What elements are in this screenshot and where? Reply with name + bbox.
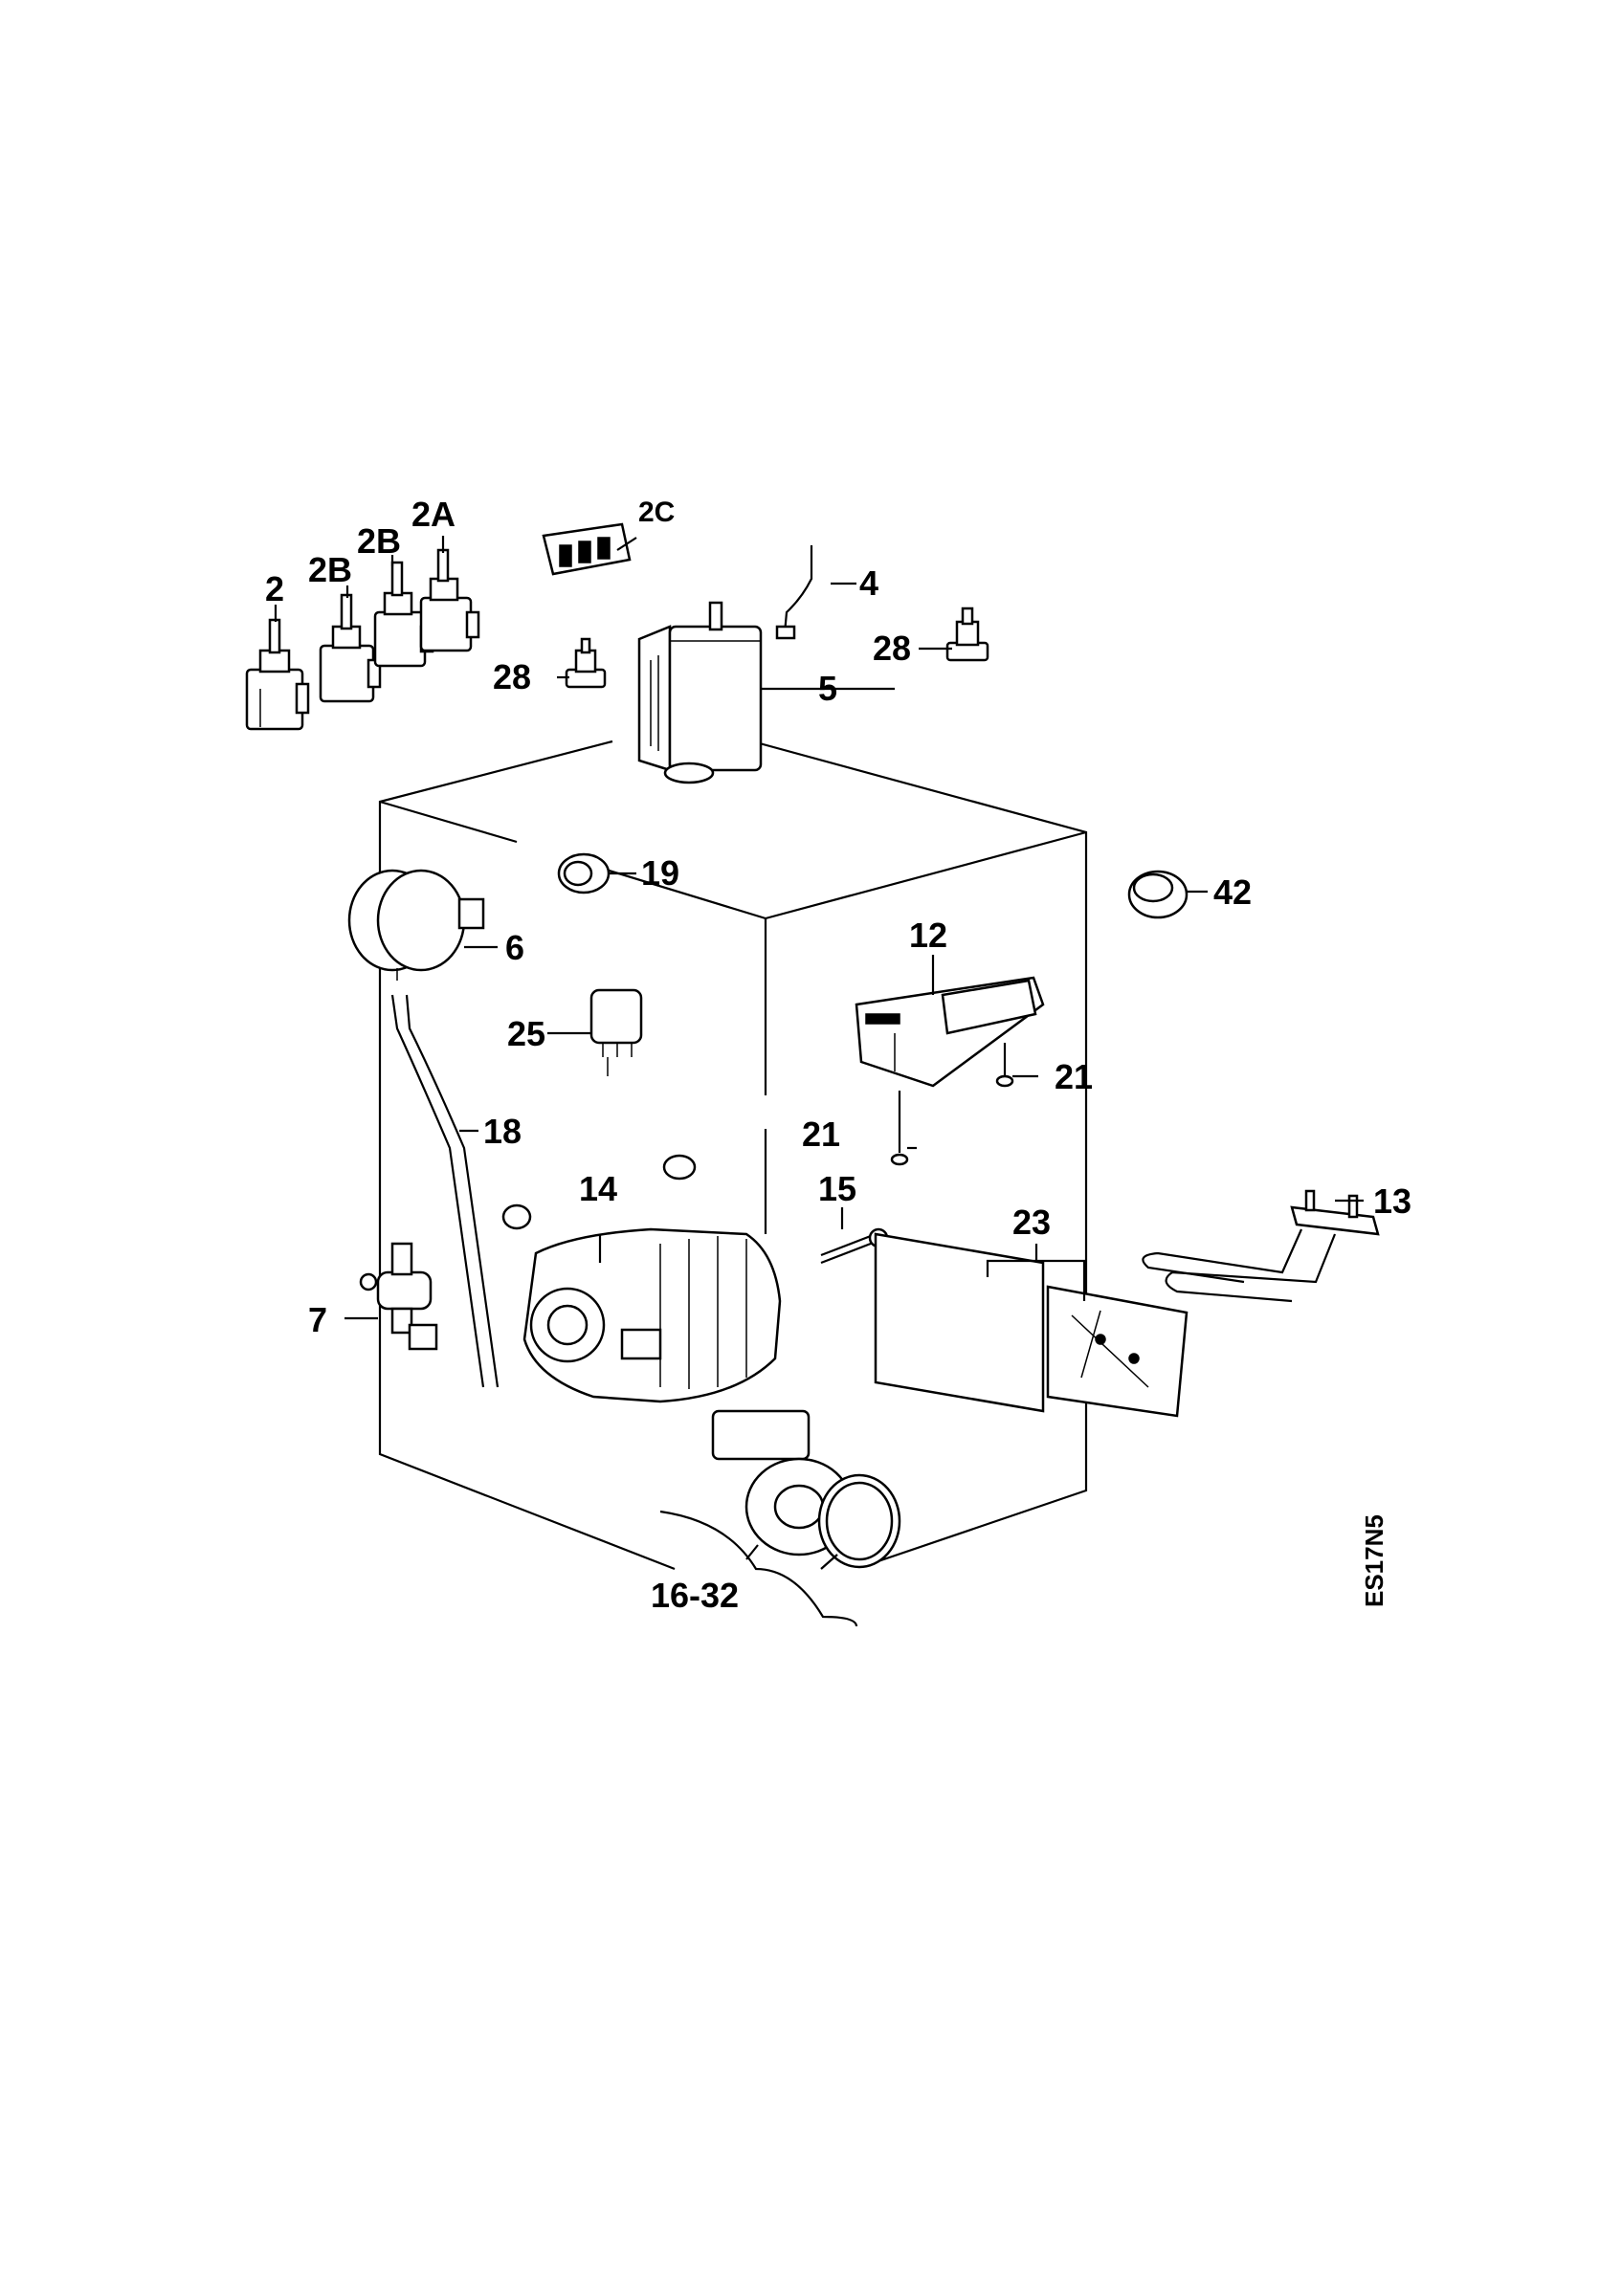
label-15: 15 xyxy=(818,1169,856,1208)
label-42: 42 xyxy=(1213,872,1252,912)
label-14: 14 xyxy=(579,1169,617,1208)
switch-2b-left xyxy=(319,593,382,703)
plug-19 xyxy=(557,852,611,894)
label-21-lower: 21 xyxy=(802,1115,840,1154)
heating-element-13 xyxy=(1142,1189,1380,1303)
label-21-upper: 21 xyxy=(1055,1057,1093,1096)
thermostat-28-left xyxy=(565,637,607,689)
screw-21-upper xyxy=(995,1043,1014,1088)
label-13: 13 xyxy=(1373,1181,1411,1221)
label-2b-right: 2B xyxy=(357,521,401,561)
label-7: 7 xyxy=(308,1300,327,1339)
pump-16-32 xyxy=(659,1409,901,1627)
switch-2 xyxy=(245,618,310,731)
motor-14 xyxy=(501,1154,782,1403)
hose-18 xyxy=(390,994,500,1388)
thermostat-28-right xyxy=(945,607,989,662)
leader-lines xyxy=(274,536,1364,1570)
label-28-right: 28 xyxy=(873,629,911,668)
drawing-code: ES17N5 xyxy=(1360,1514,1389,1607)
label-28-left: 28 xyxy=(493,657,531,696)
pressure-switch-6 xyxy=(347,869,485,981)
label-19: 19 xyxy=(641,853,679,893)
door-lock-12 xyxy=(855,976,1045,1088)
switch-2a xyxy=(419,548,480,652)
screw-21-lower xyxy=(890,1091,909,1166)
part-labels: 2 2B 2B 2A 2C 4 28 28 5 19 42 6 12 25 21… xyxy=(265,495,1411,1615)
connector-2c xyxy=(542,522,637,576)
label-16-32: 16-32 xyxy=(651,1576,739,1615)
label-2a: 2A xyxy=(411,495,455,534)
label-2: 2 xyxy=(265,569,284,608)
label-2c: 2C xyxy=(638,497,675,528)
cabinet-frame xyxy=(378,735,1088,1571)
label-6: 6 xyxy=(505,928,524,967)
valve-7 xyxy=(359,1242,438,1351)
relay-25 xyxy=(589,988,643,1076)
label-12: 12 xyxy=(909,916,947,955)
label-4: 4 xyxy=(859,563,878,603)
label-2b-left: 2B xyxy=(308,550,352,589)
programmer-5 xyxy=(637,601,763,784)
label-5: 5 xyxy=(818,669,837,708)
control-board-23 xyxy=(874,1232,1189,1418)
label-25: 25 xyxy=(507,1014,545,1053)
label-18: 18 xyxy=(483,1112,522,1151)
label-23: 23 xyxy=(1012,1203,1051,1242)
switch-2b-right xyxy=(373,561,434,668)
knob-42 xyxy=(1127,870,1189,919)
wire-4 xyxy=(775,545,813,640)
